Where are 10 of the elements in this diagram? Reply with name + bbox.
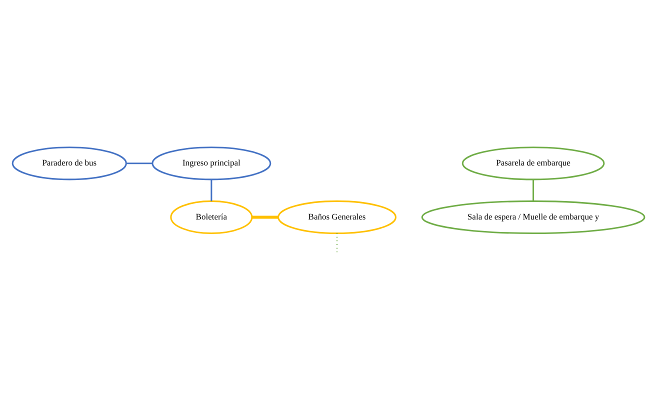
- connector: [126, 162, 152, 164]
- connector: [252, 216, 278, 219]
- node-ellipse: Sala de espera / Muelle de embarque y: [421, 200, 646, 234]
- node-ellipse: Pasarela de embarque: [462, 146, 605, 180]
- connector: [210, 180, 212, 202]
- node-ellipse: Baños Generales: [278, 200, 396, 234]
- node-ellipse: Boletería: [170, 200, 253, 234]
- node-ellipse: Paradero de bus: [12, 146, 127, 180]
- connector: [532, 180, 534, 202]
- node-ellipse: Ingreso principal: [152, 146, 272, 180]
